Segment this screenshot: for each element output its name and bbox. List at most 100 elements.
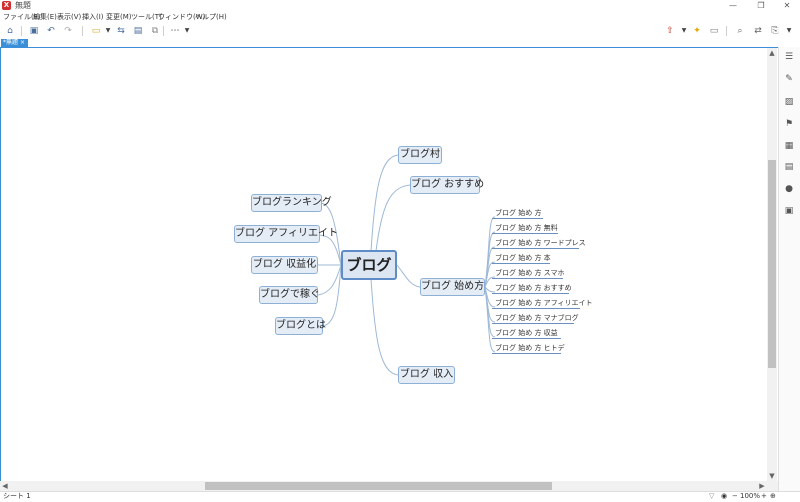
fit-view-icon[interactable]: ⊕ [770,492,776,500]
subtopic-item[interactable]: ブログ 始め 方 スマホ [492,268,564,279]
export-icon[interactable]: ⇧ [666,26,674,36]
presentation-icon[interactable]: ▭ [709,26,719,36]
folder-icon[interactable]: ▭ [91,26,101,36]
status-bar [0,491,800,502]
connector-line [318,234,342,266]
topic-how-to-start[interactable]: ブログ 始め方 [420,278,485,296]
summary-icon[interactable]: ⧉ [151,26,159,36]
topic-ranking[interactable]: ブログランキング [251,194,332,212]
connector-line [317,264,342,296]
topic-label: ブログランキング [252,197,332,208]
scroll-left-icon[interactable]: ◀ [2,482,8,490]
home-icon[interactable]: ⌂ [7,26,13,36]
image-icon[interactable]: ▨ [784,97,794,107]
topic-label: ブログ 収入 [399,369,454,380]
topic-affiliate[interactable]: ブログ アフィリエイト [234,225,338,243]
topic-monetize[interactable]: ブログ 収益化 [251,256,318,274]
menu-modify[interactable]: 変更(M) [106,13,132,21]
zoom-out-button[interactable]: − [732,492,738,500]
menu-view[interactable]: 表示(V) [57,13,82,21]
subtopic-item[interactable]: ブログ 始め 方 収益 [492,328,561,339]
restore-button[interactable]: ❐ [757,1,765,10]
menu-file[interactable]: ファイル(F) [3,13,41,21]
scroll-down-icon[interactable]: ▼ [769,472,775,480]
minimize-button[interactable]: — [729,1,737,10]
topic-label: ブログ 始め方 [421,281,485,292]
toolbar-divider [21,26,22,36]
connector-line [320,202,342,266]
tab-untitled[interactable]: *無題 × [1,39,28,47]
subtopic-item[interactable]: ブログ 始め 方 ヒトデ [492,343,565,354]
redo-icon[interactable]: ↷ [64,26,72,36]
topic-label: ブログ 収益化 [252,259,317,270]
boundary-icon[interactable]: ▤ [133,26,143,36]
eye-icon[interactable]: ◉ [721,492,728,500]
connector-line [322,264,342,327]
topic-label: ブログ村 [400,149,440,160]
subtopic-item[interactable]: ブログ 始め 方 無料 [492,223,558,234]
chevron-down-icon[interactable]: ▼ [105,27,111,34]
connector-line [484,286,496,353]
connector-line [396,264,421,288]
topic-what-is[interactable]: ブログとは [275,317,326,335]
subtopic-item[interactable]: ブログ 始め 方 [492,208,543,219]
menu-bar [0,12,800,23]
vertical-scroll-thumb[interactable] [768,160,776,368]
zoom-in-button[interactable]: + [761,492,767,500]
subtopic-item[interactable]: ブログ 始め 方 アフィリエイト [492,298,593,309]
comment-icon[interactable]: ● [785,184,793,194]
tab-strip [0,39,800,47]
undo-icon[interactable]: ↶ [47,26,55,36]
topic-income[interactable]: ブログ 収入 [398,366,455,384]
task-icon[interactable]: ▣ [784,206,794,216]
subtopic-item[interactable]: ブログ 始め 方 ワードプレス [492,238,586,249]
chevron-down-icon[interactable]: ▼ [184,27,190,34]
topic-earn[interactable]: ブログで稼ぐ [259,286,320,304]
connector-line [484,261,496,288]
search-icon[interactable]: ⌕ [737,26,743,36]
app-logo-icon: X [2,1,11,10]
outline-icon[interactable]: ☰ [784,52,794,62]
connector-line [484,286,496,293]
tab-label: *無題 [3,39,19,46]
flag-icon[interactable]: ⚑ [784,119,794,129]
topic-label: ブログ アフィリエイト [235,228,338,239]
save-icon[interactable]: ▣ [29,26,39,36]
tab-close-icon[interactable]: × [19,39,25,46]
scroll-right-icon[interactable]: ▶ [759,482,765,490]
menu-window[interactable]: ウィンドウ(W) [158,13,206,21]
horizontal-scroll-thumb[interactable] [205,482,552,490]
window-title: 無題 [15,1,31,10]
chevron-down-icon[interactable]: ▼ [786,27,792,34]
close-button[interactable]: ✕ [783,1,791,10]
menu-tools[interactable]: ツール(T) [131,13,162,21]
zoom-level: 100% [740,492,761,500]
menu-help[interactable]: ヘルプ(H) [195,13,227,21]
toolbar-divider [163,26,164,36]
connector-line [370,154,399,252]
central-topic[interactable]: ブログ [341,250,397,280]
topic-recommend[interactable]: ブログ おすすめ [410,176,484,194]
format-brush-icon[interactable]: ✎ [785,74,793,84]
chevron-down-icon[interactable]: ▼ [681,27,687,34]
topic-label: ブログで稼ぐ [260,289,320,300]
relationship-icon[interactable]: ⇆ [117,26,125,36]
notes-icon[interactable]: ▤ [784,162,794,172]
topic-blog-village[interactable]: ブログ村 [398,146,442,164]
title-bar [0,0,800,12]
more-icon[interactable]: ⋯ [170,26,180,36]
lightbulb-icon[interactable]: ✦ [693,26,701,36]
menu-insert[interactable]: 挿入(I) [82,13,104,21]
sheet-tab[interactable]: シート 1 [3,492,31,500]
connector-line [370,278,399,376]
subtopic-item[interactable]: ブログ 始め 方 本 [492,253,551,264]
subtopic-item[interactable]: ブログ 始め 方 おすすめ [492,283,572,294]
subtopic-item[interactable]: ブログ 始め 方 マナブログ [492,313,579,324]
scroll-up-icon[interactable]: ▲ [769,49,775,57]
share-icon[interactable]: ⇄ [754,26,762,36]
clip-art-icon[interactable]: ▦ [784,141,794,151]
menu-edit[interactable]: 編集(E) [33,13,57,21]
document-export-icon[interactable]: ⎘ [771,26,779,36]
filter-icon[interactable]: ▽ [709,492,715,500]
